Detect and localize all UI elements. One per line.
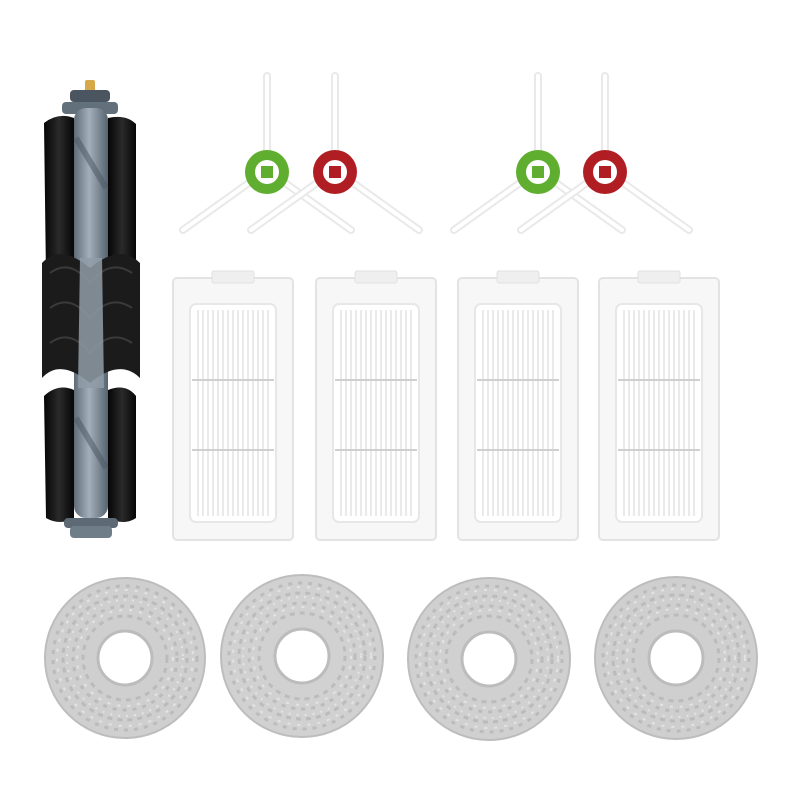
hepa-filter-graphic [598,270,720,541]
side-brush-2 [245,70,425,240]
mop-pad-3 [405,575,573,743]
roller-top-cap [70,90,110,102]
hepa-filter-2 [315,270,437,542]
hepa-filter-graphic [457,270,579,541]
side-brush-graphic [517,72,693,234]
hepa-filter-graphic [315,270,437,541]
mop-pad-hole [460,630,518,688]
mop-pad-graphic [220,574,384,738]
side-brush-graphic [247,72,423,234]
side-brush-3 [448,70,628,240]
main-brush-roller [40,78,142,540]
mop-pad-4 [592,574,760,742]
mop-pad-1 [42,575,208,741]
hepa-filter-graphic [172,270,294,541]
roller-top-axle [85,80,95,92]
roller-bottom-cap [64,518,118,528]
hepa-filter-4 [598,270,720,542]
mop-pad-2 [218,572,386,740]
mop-pad-hole [273,627,331,685]
side-brush-4 [515,70,695,240]
mop-pad-hole [96,629,154,687]
side-brush-graphic [179,72,355,234]
mop-pad-graphic [44,577,206,739]
mop-pad-graphic [594,576,758,740]
side-brush-1 [175,70,355,240]
mop-pad-graphic [407,577,571,741]
hepa-filter-3 [457,270,579,542]
mop-pad-hole [647,629,705,687]
hepa-filter-1 [172,270,294,542]
side-brush-graphic [450,72,626,234]
main-brush-roller-graphic [42,80,140,538]
